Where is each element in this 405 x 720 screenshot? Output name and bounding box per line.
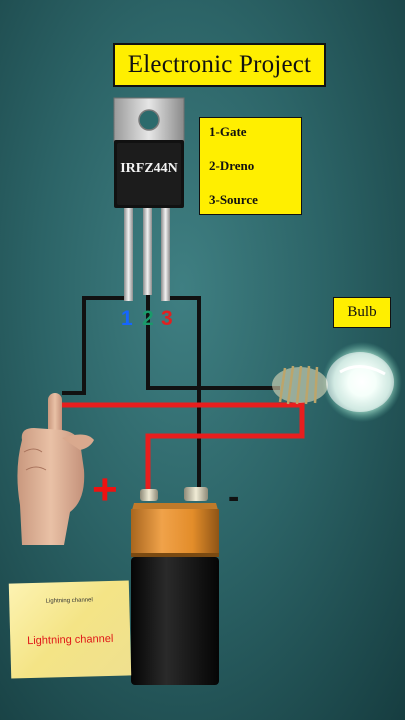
pin-legend: 1-Gate 2-Dreno 3-Source [199,117,302,215]
watermark-note: Lightning channel Lightning channel [8,580,132,679]
battery-minus-sign: - [228,478,240,516]
battery-plus-sign: + [92,465,118,514]
red-wire [62,402,305,492]
pin-legend-source: 3-Source [209,192,258,207]
transistor-label: IRFZ44N [120,161,178,176]
hand-graphic [17,393,94,545]
transistor-body [113,97,185,208]
battery-graphic [131,487,219,685]
black-wires [62,292,280,492]
bulb-graphic [272,342,402,422]
watermark-big-text: Lightning channel [27,632,114,648]
bulb-label: Bulb [333,297,391,328]
pin-number-3: 3 [161,307,173,330]
pin-number-1: 1 [121,307,133,330]
transistor-legs [124,205,170,301]
project-title: Electronic Project [113,43,326,87]
pin-number-2: 2 [142,307,154,330]
pin-legend-drain: 2-Dreno [209,158,255,173]
pin-legend-gate: 1-Gate [209,124,247,139]
watermark-small-text: Lightning channel [45,597,93,605]
